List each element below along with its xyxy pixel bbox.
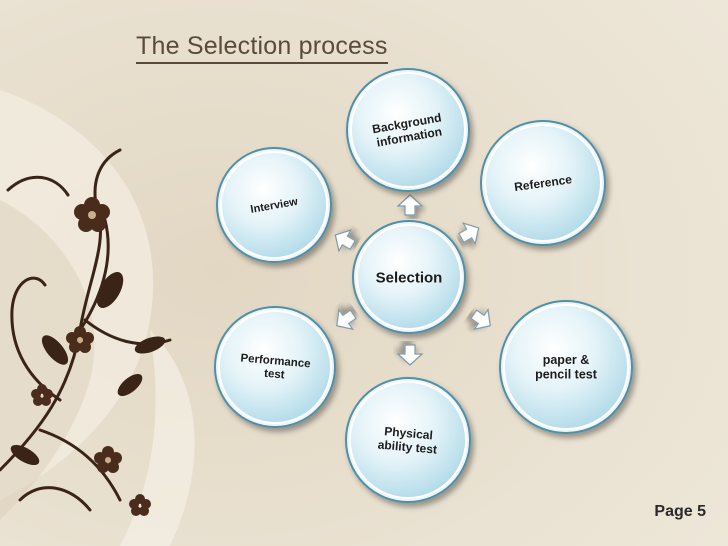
node-interview-circle <box>220 151 328 259</box>
node-performance-circle <box>218 310 332 424</box>
arrow-to-interview <box>334 229 356 253</box>
node-paper-circle <box>503 304 629 430</box>
node-physical-label: Physicalability test <box>377 424 439 457</box>
node-interview: Interview <box>216 147 332 263</box>
node-physical: Physicalability test <box>345 377 471 503</box>
arrow-to-reference <box>458 222 480 246</box>
arrow-to-physical <box>396 344 424 366</box>
node-paper: paper &pencil test <box>499 300 633 434</box>
flower-icon <box>31 197 151 516</box>
node-reference: Reference <box>480 120 606 246</box>
center-node-selection-circle <box>356 224 462 330</box>
node-physical-circle <box>349 381 467 499</box>
node-background-circle <box>350 72 466 188</box>
slide-title: The Selection process <box>136 32 388 64</box>
center-node-selection: Selection <box>352 220 466 334</box>
node-performance: Performancetest <box>214 306 336 428</box>
node-paper-label: paper &pencil test <box>535 353 598 381</box>
arrow-to-paper <box>470 307 491 331</box>
page-number: Page 5 <box>654 503 706 520</box>
arrow-to-background <box>396 194 424 216</box>
node-background: Backgroundinformation <box>346 68 470 192</box>
node-reference-circle <box>484 124 602 242</box>
center-node-selection-label: Selection <box>376 269 443 286</box>
arrow-to-performance <box>336 307 357 331</box>
